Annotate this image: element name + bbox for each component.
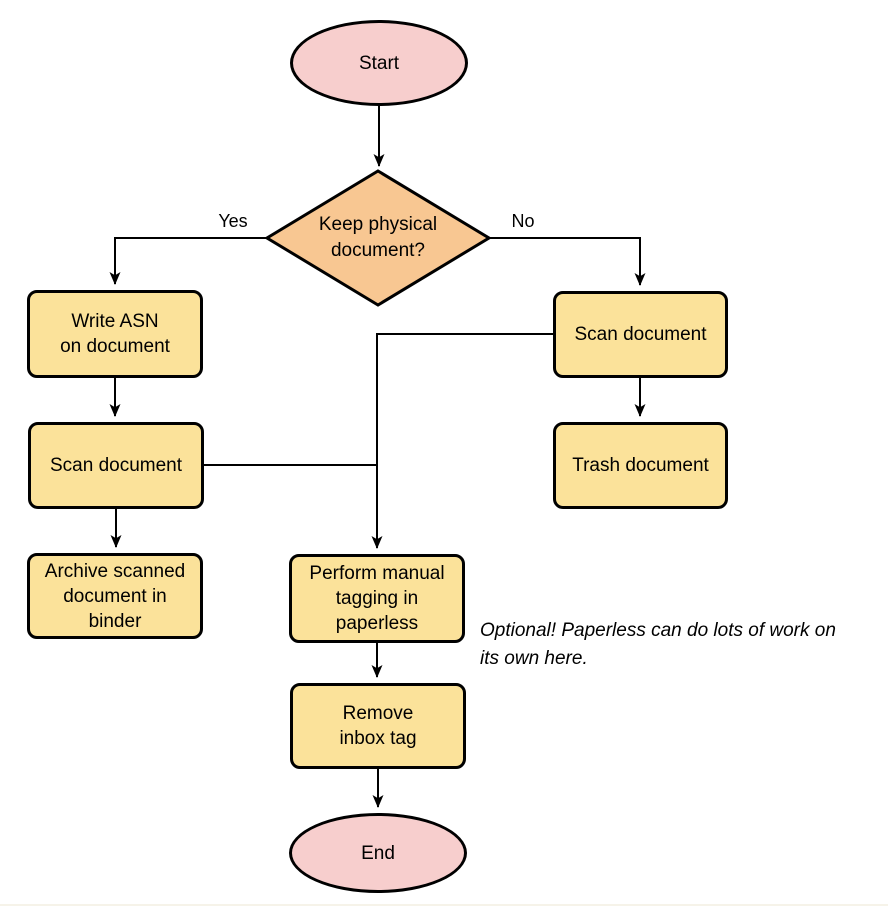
node-archive-label: Archive scanned document in binder — [44, 560, 186, 632]
node-write-asn: Write ASN on document — [27, 290, 203, 378]
node-decision-label: Keep physical document? — [318, 214, 438, 261]
node-end: End — [289, 813, 467, 893]
node-trash-label: Trash document — [572, 455, 709, 476]
node-end-label: End — [361, 842, 395, 864]
annotation-optional-note: Optional! Paperless can do lots of work … — [480, 620, 836, 669]
bottom-divider — [0, 904, 888, 906]
decision-shape — [264, 169, 492, 307]
node-start-label: Start — [358, 52, 400, 74]
node-tagging-label: Perform manual tagging in paperless — [309, 563, 445, 634]
node-write-asn-label: Write ASN on document — [60, 311, 170, 357]
node-trash: Trash document — [553, 422, 728, 509]
node-remove-inbox: Remove inbox tag — [290, 683, 466, 769]
node-scan-right-label: Scan document — [574, 324, 707, 345]
node-scan-right: Scan document — [553, 291, 728, 378]
edge-decision-no-to-scan-right — [490, 237, 646, 286]
node-scan-left-label: Scan document — [49, 455, 183, 476]
node-remove-inbox-label: Remove inbox tag — [339, 703, 417, 749]
node-start: Start — [290, 20, 468, 106]
edge-scan-right-to-tagging — [371, 333, 553, 549]
node-scan-left: Scan document — [28, 422, 204, 509]
node-tagging: Perform manual tagging in paperless — [289, 554, 465, 643]
edge-label-yes: Yes — [218, 211, 248, 231]
node-decision: Keep physical document? — [288, 208, 468, 268]
edge-label-no: No — [511, 211, 535, 231]
edge-decision-yes-to-write-asn — [109, 237, 267, 285]
node-archive: Archive scanned document in binder — [27, 553, 203, 639]
